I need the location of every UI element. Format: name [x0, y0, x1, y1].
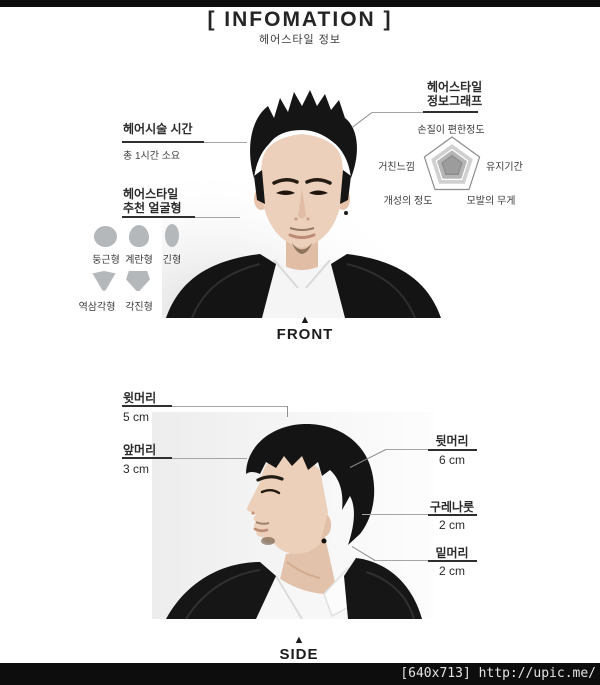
top-hair-value: 5 cm: [123, 410, 150, 424]
side-up-triangle-icon: ▲: [293, 634, 305, 646]
back-hair-underline: [428, 449, 477, 451]
face-shape-egg-icon: [129, 225, 149, 247]
face-shape-title-line1: 헤어스타일: [123, 187, 179, 201]
back-hair-leader: [385, 449, 428, 450]
radar-axis-bottom-left: 개성의 정도: [383, 196, 433, 207]
sideburn-value: 2 cm: [438, 518, 465, 532]
front-hair-title: 앞머리: [123, 443, 157, 457]
face-shape-underline-ext: [195, 217, 240, 218]
treatment-time-underline: [122, 141, 204, 143]
graph-title-line2: 정보그래프: [427, 94, 483, 108]
face-shape-title-line2: 추천 얼굴형: [123, 201, 182, 215]
radar-axis-left: 거친느낌: [378, 162, 415, 173]
radar-pentagon-chart: [423, 136, 481, 191]
face-shape-label-angular: 각진형: [125, 302, 153, 313]
page-title: [ INFOMATION ]: [207, 8, 393, 31]
bottom-hair-underline: [428, 560, 477, 562]
back-hair-title: 뒷머리: [435, 434, 469, 448]
top-hair-leader: [172, 406, 287, 407]
treatment-time-underline-ext: [204, 142, 247, 143]
front-hair-value: 3 cm: [123, 462, 150, 476]
face-shape-long-icon: [165, 224, 179, 247]
front-hair-leader: [172, 458, 247, 459]
face-shape-inverted-triangle-icon: [92, 271, 116, 291]
sideburn-underline: [428, 514, 477, 516]
face-shape-label-egg: 계란형: [125, 255, 153, 266]
front-photo: [162, 66, 445, 319]
sideburn-title: 구레나룻: [429, 500, 475, 514]
radar-axis-right: 유지기간: [486, 162, 523, 173]
top-bar: [0, 0, 600, 7]
radar-ring-4: [441, 154, 463, 176]
face-shape-angular-icon: [126, 271, 150, 291]
face-shape-round-icon: [94, 226, 117, 247]
side-portrait-illustration: [152, 412, 434, 620]
top-hair-leader-drop: [287, 406, 288, 417]
bottom-bar: [0, 663, 600, 685]
graph-title-line1: 헤어스타일: [427, 80, 483, 94]
top-hair-underline: [122, 405, 172, 407]
face-shape-label-long: 긴형: [162, 255, 182, 266]
face-shape-underline: [122, 216, 195, 218]
graph-leader-line: [372, 112, 423, 113]
front-hair-underline: [122, 457, 172, 459]
bottom-hair-title: 밑머리: [435, 546, 469, 560]
top-hair-title: 윗머리: [123, 391, 157, 405]
watermark-text: [640x713] http://upic.me/: [400, 666, 596, 681]
bottom-hair-value: 2 cm: [438, 564, 465, 578]
side-marker-label: SIDE: [279, 646, 319, 663]
radar-axis-top: 손질이 편한정도: [417, 125, 485, 136]
sideburn-leader: [362, 514, 428, 515]
back-hair-value: 6 cm: [438, 453, 465, 467]
face-shape-label-round: 둥근형: [92, 255, 120, 266]
graph-title-underline: [423, 111, 478, 113]
front-portrait-illustration: [162, 66, 445, 319]
treatment-time-desc: 총 1시간 소요: [123, 151, 181, 162]
bottom-hair-leader: [374, 560, 428, 561]
front-up-triangle-icon: ▲: [299, 314, 311, 326]
treatment-time-title: 헤어시술 시간: [123, 122, 193, 136]
face-shape-label-inverted-triangle: 역삼각형: [78, 302, 116, 313]
side-photo: [152, 412, 434, 620]
page-subtitle: 헤어스타일 정보: [259, 34, 341, 46]
radar-axis-bottom-right: 모발의 무게: [466, 196, 516, 207]
front-marker-label: FRONT: [276, 326, 334, 343]
